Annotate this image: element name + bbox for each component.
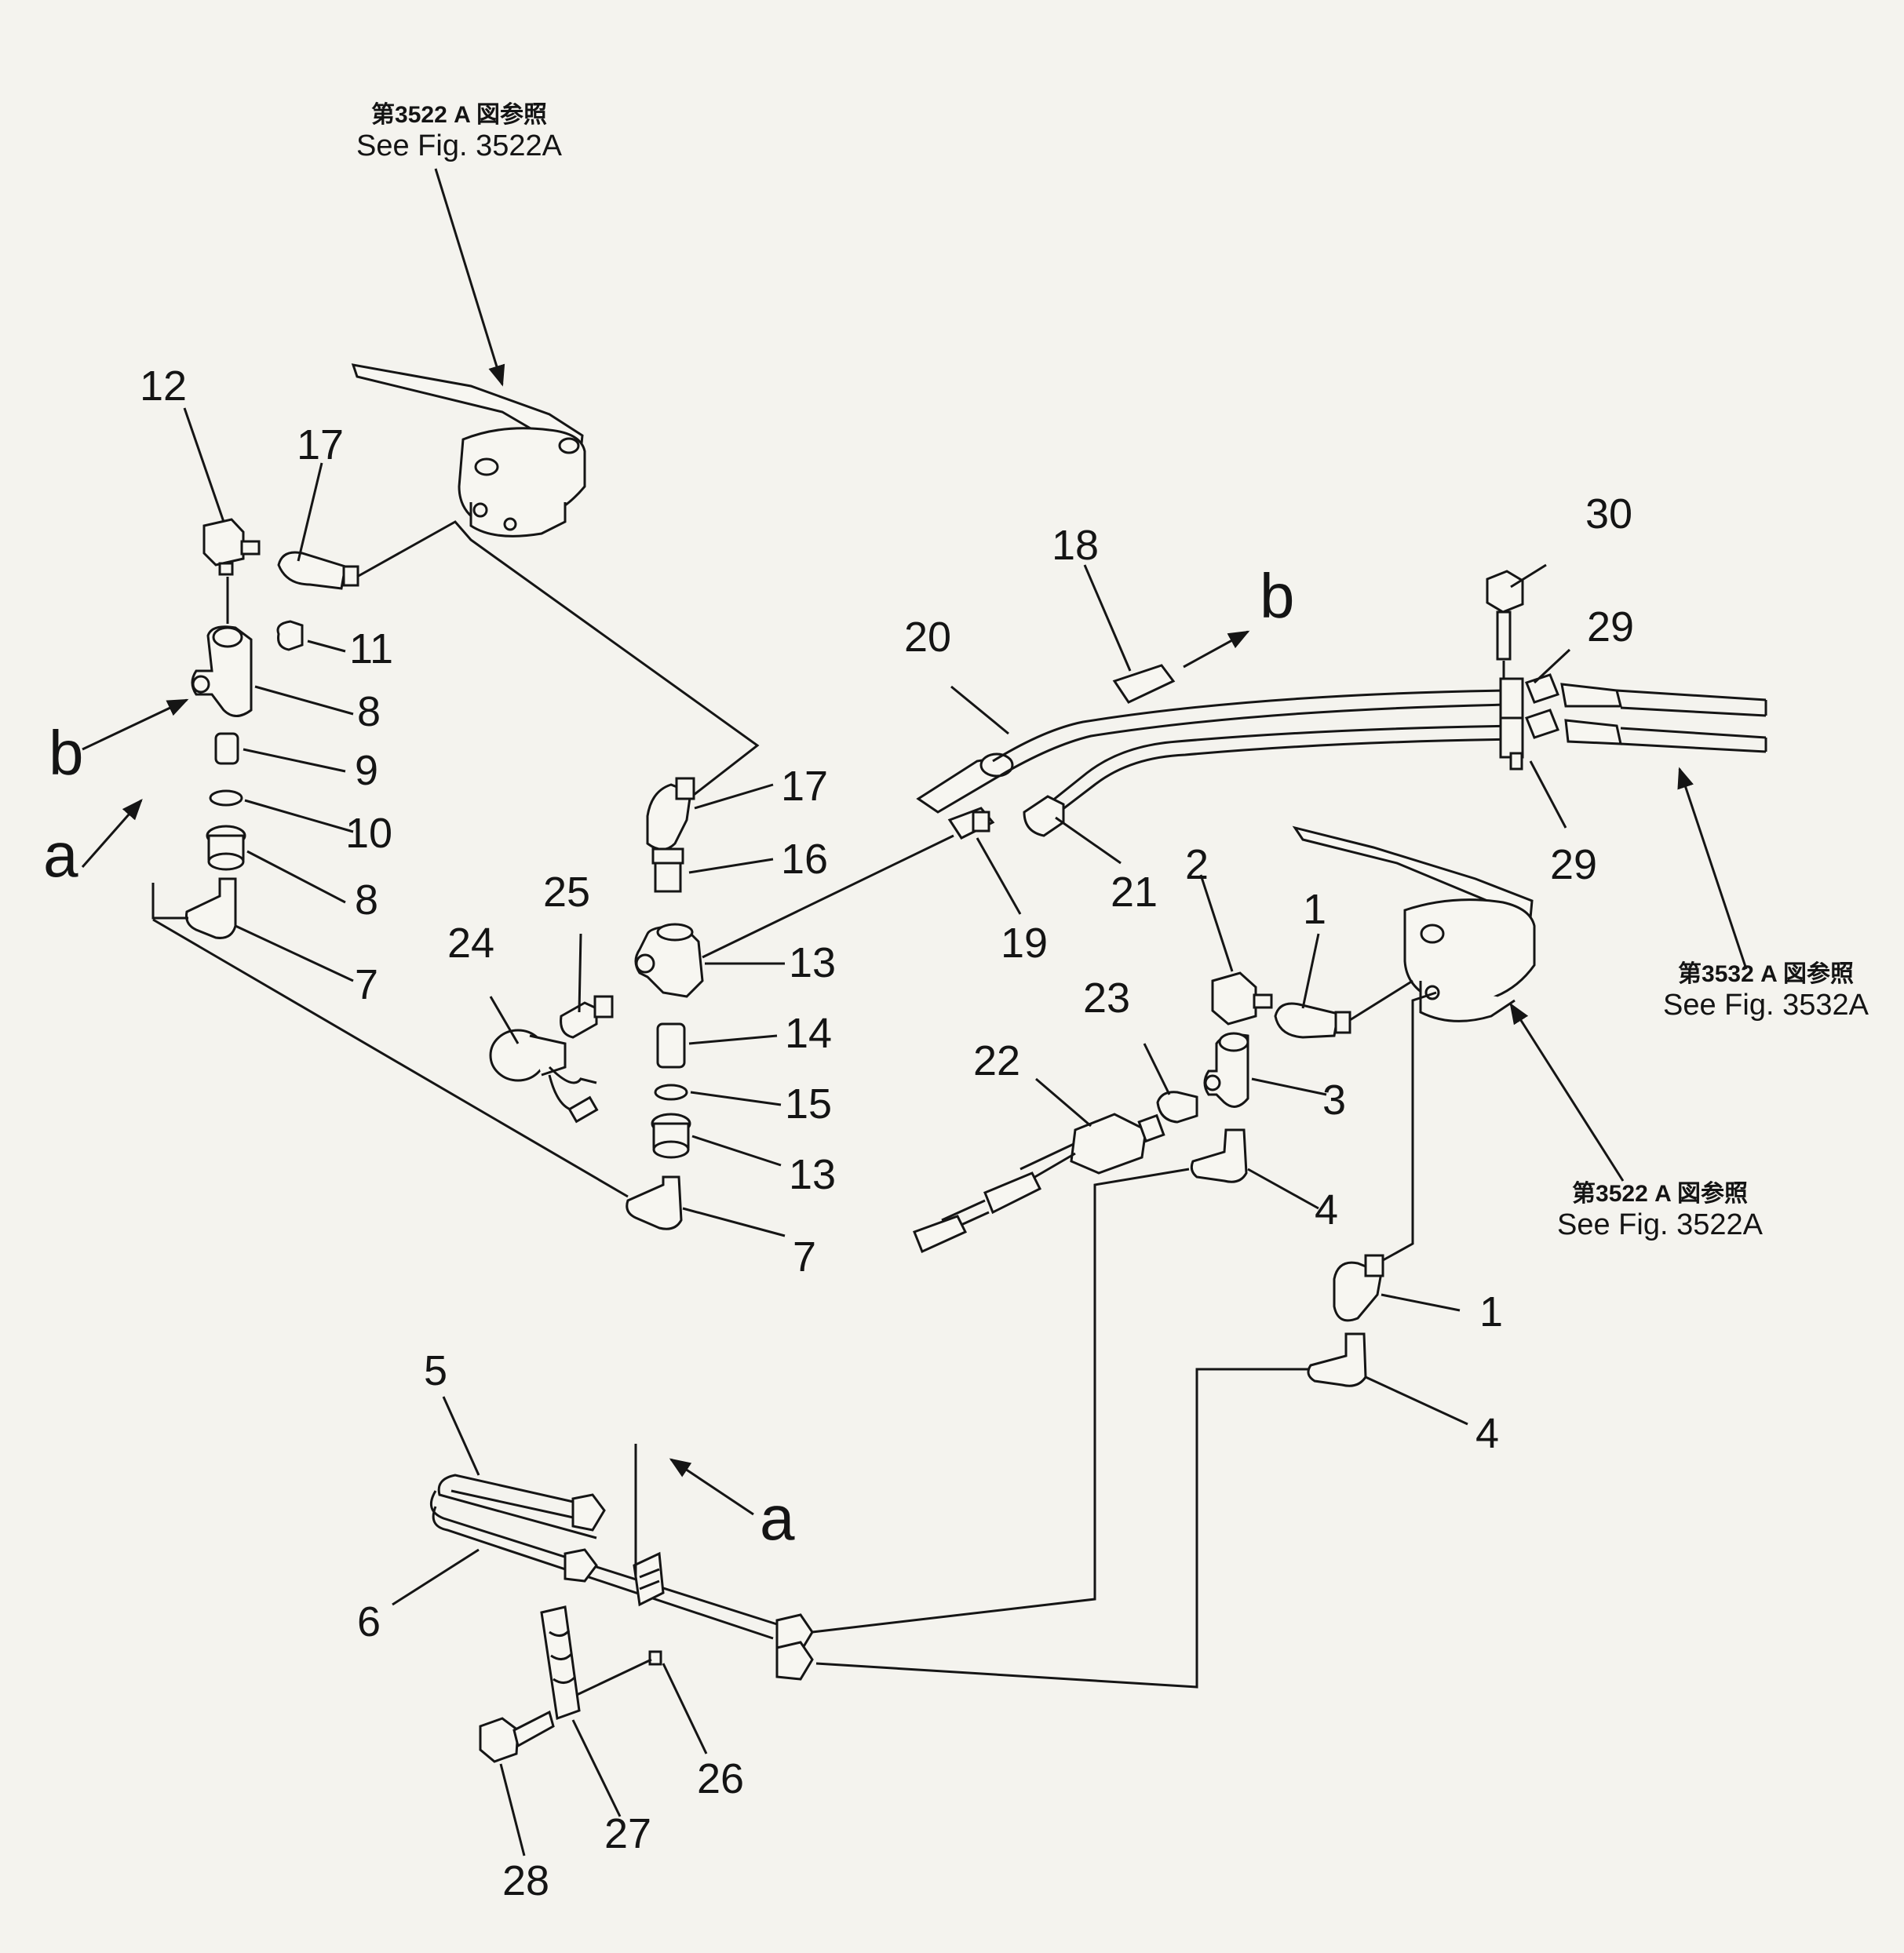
- clip-26: [633, 1551, 665, 1666]
- tee-3: [1203, 1032, 1249, 1108]
- reference-jp: 第3532 A 図参照: [1678, 961, 1854, 987]
- callout-label: 17: [297, 421, 345, 468]
- callout-letter: b: [1260, 561, 1295, 631]
- callout-label: 13: [789, 939, 837, 986]
- elbow-7-lower: [626, 1175, 683, 1230]
- callout-label: 8: [357, 688, 381, 735]
- callout-label: 18: [1052, 522, 1100, 569]
- callout-label: 1: [1303, 886, 1327, 933]
- valve-2: [1211, 971, 1273, 1026]
- callout-label: 1: [1479, 1288, 1504, 1335]
- elbow-4-upper: [1190, 1128, 1248, 1183]
- callout-label: 29: [1550, 841, 1598, 888]
- washer-10: [209, 789, 243, 807]
- clamp-27: [540, 1605, 581, 1721]
- pipes-21: [992, 689, 1523, 837]
- callout-label: 22: [973, 1037, 1021, 1084]
- callout-label: 2: [1185, 841, 1209, 888]
- elbow-1-lower: [1333, 1254, 1384, 1322]
- callout-label: 27: [604, 1810, 652, 1857]
- reference-jp: 第3522 A 図参照: [371, 102, 547, 128]
- elbow-17-upper: [277, 551, 359, 590]
- callout-letter: a: [43, 820, 78, 890]
- reference-note-right: 第3532 A 図参照 See Fig. 3532A: [1636, 961, 1895, 1022]
- callout-label: 20: [904, 614, 952, 661]
- pipe-assembly-5-6: [429, 1474, 814, 1681]
- sensor-22: [913, 1113, 1165, 1254]
- elbow-17-lower: [646, 777, 695, 851]
- callout-label: 6: [357, 1598, 381, 1645]
- reference-jp: 第3522 A 図参照: [1572, 1181, 1748, 1207]
- callout-label: 17: [781, 763, 829, 810]
- plug-11: [276, 620, 304, 651]
- fitting-9: [214, 732, 239, 765]
- plug-25: [560, 995, 614, 1039]
- callout-label: 28: [502, 1857, 550, 1904]
- fitting-8-lower: [206, 825, 246, 871]
- callout-label: 3: [1322, 1077, 1347, 1124]
- fitting-18: [1112, 664, 1176, 704]
- bolt-28: [479, 1710, 555, 1763]
- callout-label: 13: [789, 1151, 837, 1198]
- elbow-1-upper: [1274, 1002, 1351, 1039]
- callout-label: 16: [781, 836, 829, 883]
- callout-label: 30: [1585, 490, 1633, 537]
- reference-en: See Fig. 3532A: [1663, 988, 1869, 1022]
- callout-label: 5: [424, 1347, 448, 1394]
- callout-label: 9: [355, 747, 379, 794]
- callout-label: 19: [1001, 920, 1049, 967]
- callout-label: 7: [355, 961, 379, 1008]
- callout-label: 26: [697, 1755, 745, 1802]
- callout-label: 12: [140, 363, 188, 410]
- switch-24: [489, 1029, 599, 1124]
- elbow-4-lower: [1307, 1332, 1367, 1387]
- callout-label: 10: [345, 810, 393, 857]
- reference-en: See Fig. 3522A: [1557, 1208, 1763, 1241]
- callout-label: 29: [1587, 603, 1635, 650]
- cable-ends: [1560, 683, 1767, 753]
- leader-lines: [183, 407, 1571, 1856]
- fitting-19: [947, 807, 995, 840]
- brake-pedal-right: [1292, 825, 1536, 1022]
- tee-29: [1499, 673, 1559, 771]
- tee-8: [191, 625, 253, 717]
- elbow-7-upper: [185, 877, 237, 939]
- tee-13: [634, 923, 704, 998]
- adapter-16: [651, 847, 684, 893]
- callout-label: 23: [1083, 975, 1131, 1022]
- callout-label: 7: [793, 1233, 817, 1281]
- callout-label: 25: [543, 869, 591, 916]
- callout-label: 11: [349, 625, 394, 672]
- bolt-30: [1486, 570, 1524, 661]
- reference-note-top-left: 第3522 A 図参照 See Fig. 3522A: [330, 102, 589, 163]
- valve-12: [202, 518, 261, 576]
- brake-pedal-left: [351, 363, 586, 537]
- callout-label: 15: [785, 1080, 833, 1128]
- hose-20: [916, 752, 1014, 814]
- fitting-14: [656, 1022, 686, 1069]
- fitting-13-lower: [651, 1113, 691, 1159]
- callout-label: 14: [785, 1010, 833, 1057]
- callout-label: 8: [355, 876, 379, 924]
- washer-15: [654, 1084, 688, 1101]
- plug-23: [1156, 1091, 1198, 1124]
- callout-letter: a: [760, 1483, 795, 1553]
- callout-letter: b: [49, 718, 84, 788]
- callout-label: 4: [1315, 1186, 1339, 1233]
- callout-label: 24: [447, 920, 495, 967]
- reference-note-lower-right: 第3522 A 図参照 See Fig. 3522A: [1530, 1181, 1789, 1242]
- callout-label: 21: [1111, 869, 1158, 916]
- callout-label: 4: [1475, 1410, 1500, 1457]
- left-ref-leader: [434, 168, 505, 387]
- reference-en: See Fig. 3522A: [356, 129, 562, 162]
